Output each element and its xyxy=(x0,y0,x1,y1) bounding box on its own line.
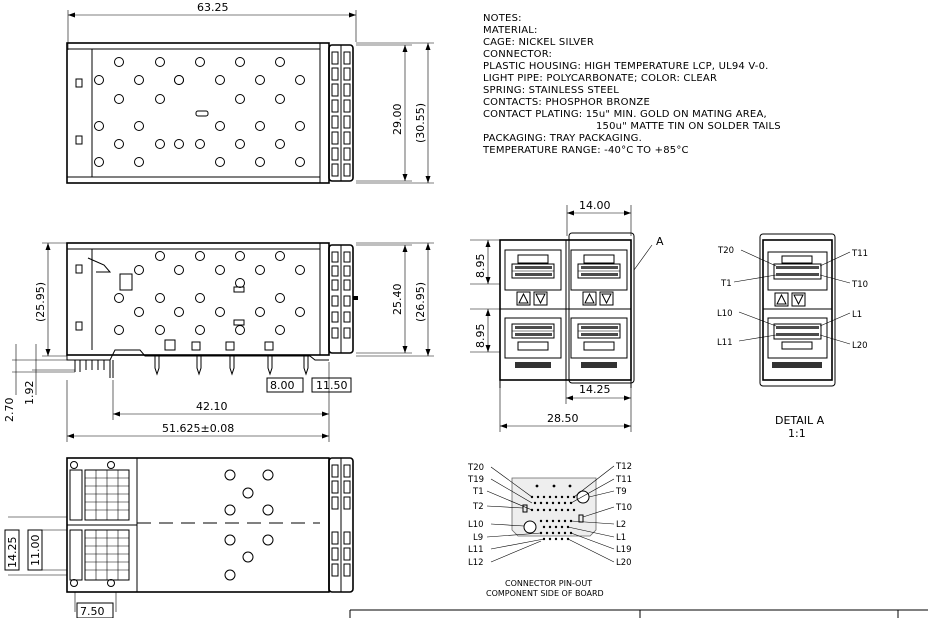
pin-length-dim: 2.70 xyxy=(3,398,16,423)
length-total-dim: 51.625±0.08 xyxy=(162,422,234,435)
detail-title: DETAIL A xyxy=(775,414,825,427)
pinout-right-label: L20 xyxy=(616,558,632,568)
notes-line: SPRING: STAINLESS STEEL xyxy=(483,85,619,96)
dim-box-a: 8.00 xyxy=(270,379,295,392)
pinout-right-label: T11 xyxy=(615,475,632,485)
detail-label-t20: T20 xyxy=(717,246,734,256)
pinout-right-label: L2 xyxy=(616,520,626,530)
bottom-height-a-dim: 14.25 xyxy=(6,537,19,569)
side-height-right-dim: 25.40 xyxy=(391,284,404,316)
connector-pinout: T20 T19 T1 T2 L10 L9 L11 L12 T12 T11 T9 … xyxy=(467,462,632,598)
notes-line: CONTACTS: PHOSPHOR BRONZE xyxy=(483,97,650,108)
detail-a: T20 T11 T1 T10 L10 L1 L11 L20 DETAIL A 1… xyxy=(717,233,868,440)
pinout-left-label: L11 xyxy=(468,545,484,555)
pinout-caption-2: COMPONENT SIDE OF BOARD xyxy=(486,589,604,598)
front-width-total-dim: 28.50 xyxy=(547,412,579,425)
pitch-top-dim: 8.95 xyxy=(474,254,487,279)
front-width-inner-dim: 14.25 xyxy=(579,383,611,396)
pinout-right-label: T9 xyxy=(615,487,627,497)
pinout-left-label: T1 xyxy=(472,487,484,497)
bottom-width-dim: 7.50 xyxy=(80,605,105,618)
top-view: 63.25 xyxy=(66,1,434,184)
front-width-top-dim: 14.00 xyxy=(579,199,611,212)
pinout-left-label: T19 xyxy=(467,475,484,485)
notes-line: CAGE: NICKEL SILVER xyxy=(483,37,594,48)
pinout-left-label: T2 xyxy=(472,502,484,512)
side-height-overall-dim: (26.95) xyxy=(414,282,427,322)
bottom-height-b-dim: 11.00 xyxy=(29,535,42,567)
side-height-left-dim: (25.95) xyxy=(34,282,47,322)
top-height-dim: 29.00 xyxy=(391,104,404,136)
notes-block: NOTES: MATERIAL: CAGE: NICKEL SILVER CON… xyxy=(482,13,781,156)
pitch-bottom-dim: 8.95 xyxy=(474,324,487,349)
notes-line: CONNECTOR: xyxy=(483,49,552,60)
detail-label-l11: L11 xyxy=(717,338,733,348)
dim-box-b: 11.50 xyxy=(316,379,348,392)
pinout-left-label: L10 xyxy=(468,520,484,530)
title-block-border xyxy=(349,609,928,618)
pinout-left-label: L9 xyxy=(473,533,483,543)
detail-label-t11: T11 xyxy=(851,249,868,259)
pinout-right-label: T12 xyxy=(615,462,632,472)
notes-line: LIGHT PIPE: POLYCARBONATE; COLOR: CLEAR xyxy=(483,73,717,84)
pinout-left-label: T20 xyxy=(467,463,484,473)
detail-label-t10: T10 xyxy=(851,280,868,290)
top-height-overall-dim: (30.55) xyxy=(414,103,427,143)
pinout-caption-1: CONNECTOR PIN-OUT xyxy=(505,579,592,588)
pinout-left-label: L12 xyxy=(468,558,484,568)
notes-line: PLASTIC HOUSING: HIGH TEMPERATURE LCP, U… xyxy=(483,61,769,72)
pinout-right-label: T10 xyxy=(615,503,632,513)
pinout-right-label: L19 xyxy=(616,545,632,555)
side-view: (25.95) 2.70 1.92 25.40 (26.95) 8.00 11.… xyxy=(3,242,434,442)
pinout-right-label: L1 xyxy=(616,533,626,543)
notes-line: MATERIAL: xyxy=(483,25,538,36)
detail-callout-label: A xyxy=(656,235,664,248)
detail-label-l1: L1 xyxy=(852,310,862,320)
front-view: 14.00 xyxy=(470,199,664,432)
notes-line: NOTES: xyxy=(483,13,522,24)
detail-label-l20: L20 xyxy=(852,341,868,351)
bottom-view: 14.25 11.00 7.50 xyxy=(4,457,354,618)
notes-line: TEMPERATURE RANGE: -40°C TO +85°C xyxy=(482,145,689,156)
detail-scale: 1:1 xyxy=(788,427,806,440)
notes-line: PACKAGING: TRAY PACKAGING. xyxy=(483,133,642,144)
notes-line: CONTACT PLATING: 15u" MIN. GOLD ON MATIN… xyxy=(483,109,767,120)
top-width-dim: 63.25 xyxy=(197,1,229,14)
detail-label-l10: L10 xyxy=(717,309,733,319)
detail-label-t1: T1 xyxy=(720,279,732,289)
pin-offset-dim: 1.92 xyxy=(23,381,36,406)
length-mid-dim: 42.10 xyxy=(196,400,228,413)
notes-line: 150u" MATTE TIN ON SOLDER TAILS xyxy=(596,121,781,132)
